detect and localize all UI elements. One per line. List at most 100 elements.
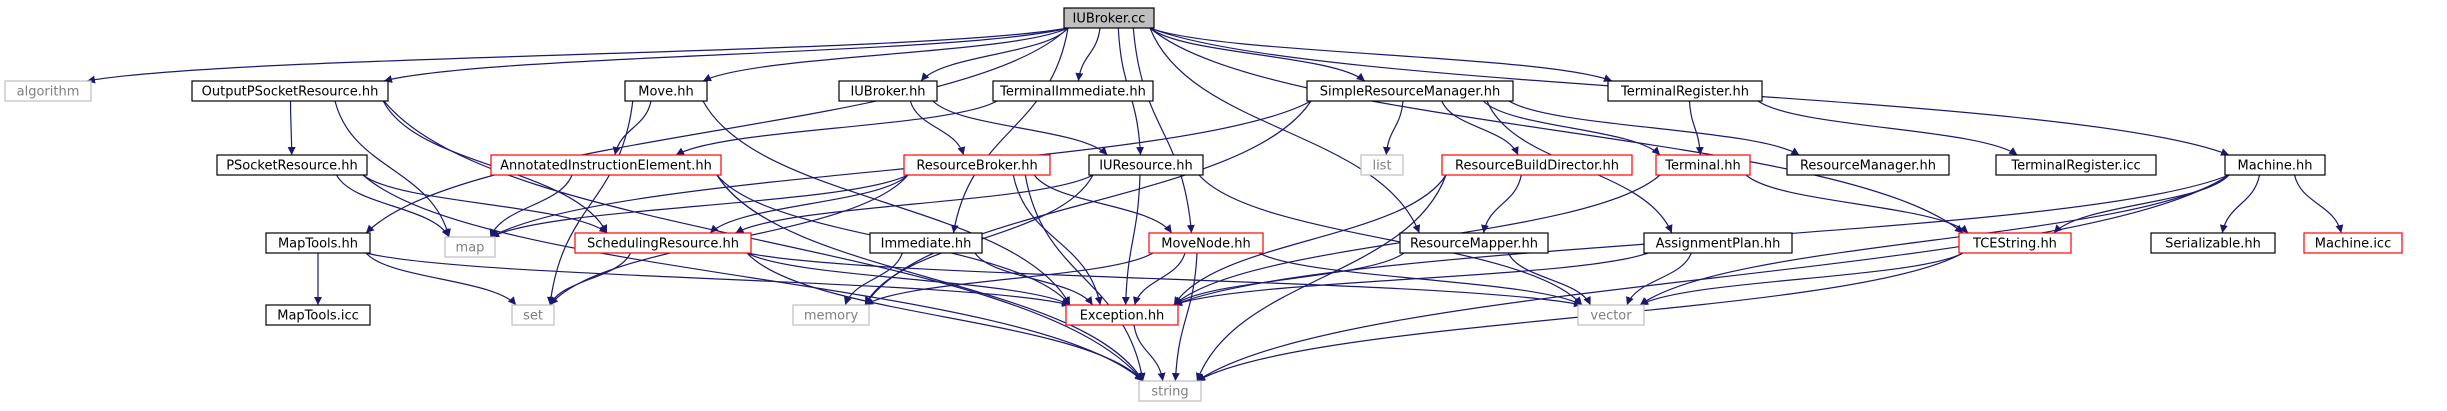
node-resourcebuilddirector-hh[interactable]: ResourceBuildDirector.hh — [1441, 154, 1633, 176]
edge-maptools-hh-to-exception-hh — [365, 252, 1071, 307]
node-box — [265, 304, 371, 326]
edge-iubroker-cc-to-movenode-hh — [1132, 27, 1195, 234]
node-movenode-hh[interactable]: MoveNode.hh — [1148, 232, 1264, 254]
nodes-layer: IUBroker.cc algorithm OutputPSocketResourc… — [4, 7, 2403, 402]
node-resourcemanager-hh[interactable]: ResourceManager.hh — [1786, 154, 1950, 176]
node-label: MoveNode.hh — [1161, 237, 1250, 252]
edge-psocketresource-hh-to-string — [362, 174, 1144, 382]
node-box — [2150, 232, 2276, 254]
node-label: TerminalRegister.icc — [2010, 159, 2140, 174]
node-box — [1360, 154, 1404, 176]
node-serializable-hh[interactable]: Serializable.hh — [2150, 232, 2276, 254]
node-maptools-hh[interactable]: MapTools.hh — [265, 232, 371, 254]
node-resourcebroker-hh[interactable]: ResourceBroker.hh — [903, 154, 1051, 176]
node-box — [191, 80, 389, 102]
node-label: PSocketResource.hh — [226, 159, 358, 174]
edge-move-hh-to-annotatedinstructionelement-hh — [612, 100, 652, 156]
node-box — [1655, 154, 1751, 176]
node-box — [792, 304, 870, 326]
node-terminalimmediate-hh[interactable]: TerminalImmediate.hh — [992, 80, 1154, 102]
node-label: map — [456, 241, 485, 256]
edge-machine-hh-to-serializable-hh — [2219, 174, 2261, 234]
edge-tcestring-hh-to-vector — [1639, 252, 1964, 306]
node-label: AssignmentPlan.hh — [1656, 237, 1781, 252]
node-box — [1995, 154, 2157, 176]
node-label: IUBroker.cc — [1073, 12, 1146, 27]
node-tcestring-hh[interactable]: TCEString.hh — [1958, 232, 2072, 254]
node-assignmentplan-hh[interactable]: AssignmentPlan.hh — [1643, 232, 1793, 254]
node-label: AnnotatedInstructionElement.hh — [500, 159, 712, 174]
edge-machine-hh-to-vector — [1639, 174, 2230, 306]
node-terminalregister-hh[interactable]: TerminalRegister.hh — [1607, 80, 1763, 102]
edge-assignmentplan-hh-to-exception-hh — [1173, 252, 1649, 307]
edge-iubroker-cc-to-outputpsocketresource-hh — [383, 27, 1069, 83]
edge-terminal-hh-to-tcestring-hh — [1745, 174, 1969, 234]
node-label: ResourceBroker.hh — [916, 159, 1037, 174]
edge-maptools-hh-to-set — [365, 252, 517, 306]
edge-schedulingresource-hh-to-set — [549, 252, 632, 306]
edge-psocketresource-hh-to-map — [335, 174, 450, 238]
node-label: algorithm — [17, 85, 80, 100]
edge-movenode-hh-to-string — [1171, 252, 1198, 382]
node-label: string — [1151, 385, 1188, 400]
node-box — [511, 304, 555, 326]
node-label: TerminalRegister.hh — [1620, 85, 1749, 100]
node-box — [2224, 154, 2326, 176]
edge-resourcebuilddirector-hh-to-resourcemapper-hh — [1481, 174, 1522, 234]
node-immediate-hh[interactable]: Immediate.hh — [869, 232, 983, 254]
edge-schedulingresource-hh-to-string — [746, 252, 1144, 382]
edge-movenode-hh-to-memory — [864, 252, 1154, 306]
edge-resourcemapper-hh-to-vector — [1507, 252, 1592, 306]
edge-machine-hh-to-machine-icc — [2293, 174, 2344, 234]
edge-annotatedinstructionelement-hh-to-string — [716, 174, 1144, 382]
node-box — [444, 236, 496, 258]
edge-iubroker-cc-to-tcestring-hh — [1149, 27, 1964, 234]
node-iubroker-cc: IUBroker.cc — [1063, 7, 1155, 29]
node-maptools-icc[interactable]: MapTools.icc — [265, 304, 371, 326]
node-terminal-hh[interactable]: Terminal.hh — [1655, 154, 1751, 176]
node-machine-hh[interactable]: Machine.hh — [2224, 154, 2326, 176]
node-box — [4, 80, 92, 102]
edge-iubroker-cc-to-immediate-hh — [950, 27, 1069, 234]
node-resourcemapper-hh[interactable]: ResourceMapper.hh — [1399, 232, 1549, 254]
edge-iubroker-cc-to-move-hh — [702, 27, 1069, 82]
node-box — [1577, 304, 1645, 326]
edge-immediate-hh-to-memory — [843, 252, 903, 306]
node-psocketresource-hh[interactable]: PSocketResource.hh — [216, 154, 368, 176]
node-label: TerminalImmediate.hh — [999, 85, 1146, 100]
node-label: IUResource.hh — [1099, 159, 1193, 174]
node-vector: vector — [1577, 304, 1645, 326]
edge-iuresource-hh-to-schedulingresource-hh — [735, 174, 1094, 234]
edge-resourcebroker-hh-to-string — [1024, 174, 1146, 382]
node-label: IUBroker.hh — [850, 85, 925, 100]
edge-schedulingresource-hh-to-vector — [746, 252, 1583, 308]
node-box — [1958, 232, 2072, 254]
node-terminalregister-icc[interactable]: TerminalRegister.icc — [1995, 154, 2157, 176]
node-exception-hh[interactable]: Exception.hh — [1065, 304, 1179, 326]
node-box — [574, 232, 752, 254]
node-iubroker-hh[interactable]: IUBroker.hh — [838, 80, 938, 102]
node-label: OutputPSocketResource.hh — [202, 85, 379, 100]
node-label: Terminal.hh — [1664, 159, 1741, 174]
node-schedulingresource-hh[interactable]: SchedulingResource.hh — [574, 232, 752, 254]
node-machine-icc[interactable]: Machine.icc — [2303, 232, 2403, 254]
edge-terminalimmediate-hh-to-annotatedinstructionelement-hh — [675, 100, 998, 156]
node-label: Exception.hh — [1080, 309, 1165, 324]
node-box — [265, 232, 371, 254]
node-label: set — [523, 309, 543, 324]
edge-annotatedinstructionelement-hh-to-map — [489, 174, 573, 238]
edge-resourcebuilddirector-hh-to-exception-hh — [1173, 174, 1447, 306]
node-move-hh[interactable]: Move.hh — [624, 80, 708, 102]
node-label: vector — [1590, 309, 1632, 324]
edge-iubroker-cc-to-maptools-hh — [365, 27, 1069, 234]
node-box — [1399, 232, 1549, 254]
edge-resourcebroker-hh-to-exception-hh — [1012, 174, 1103, 306]
node-annotatedinstructionelement-hh[interactable]: AnnotatedInstructionElement.hh — [490, 154, 722, 176]
node-simpleresourcemanager-hh[interactable]: SimpleResourceManager.hh — [1306, 80, 1514, 102]
node-iuresource-hh[interactable]: IUResource.hh — [1088, 154, 1204, 176]
edge-simpleresourcemanager-hh-to-terminal-hh — [1482, 100, 1661, 156]
node-outputpsocketresource-hh[interactable]: OutputPSocketResource.hh — [191, 80, 389, 102]
node-label: ResourceMapper.hh — [1410, 237, 1538, 252]
edge-immediate-hh-to-exception-hh — [974, 252, 1094, 306]
edge-iuresource-hh-to-exception-hh — [1121, 174, 1141, 306]
